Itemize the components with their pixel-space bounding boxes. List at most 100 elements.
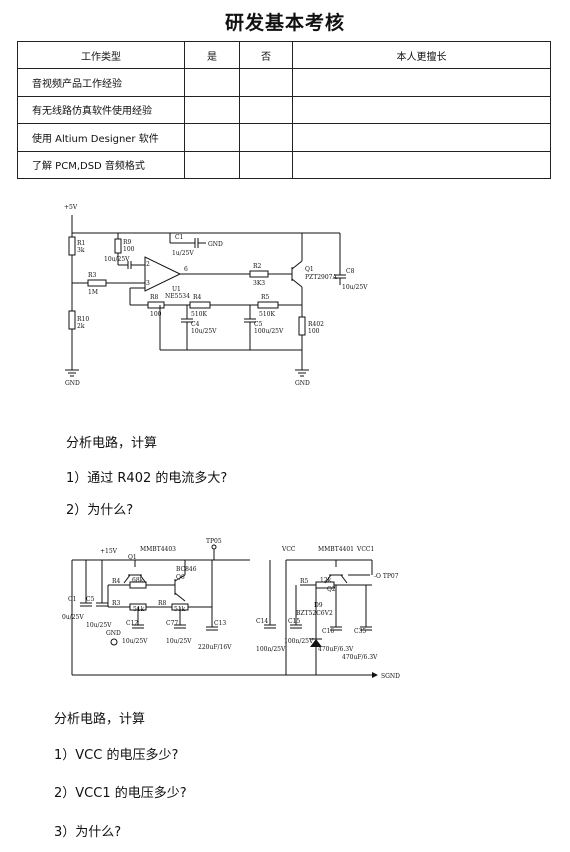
circuit2-labels: +15V MMBT4403 Q1 TP05 VCC MMBT4401 VCC1 …: [62, 538, 400, 680]
label-bc846: BC846: [176, 566, 197, 573]
label-r3-value: 1M: [88, 289, 98, 296]
label-c14: C14: [256, 618, 268, 625]
no-cell[interactable]: [239, 150, 293, 180]
label-c15: C15: [288, 618, 300, 625]
label-c5-value: 10u/25V: [86, 622, 112, 629]
yes-cell[interactable]: [184, 150, 240, 180]
label-c35: C35: [354, 628, 366, 635]
label-u1: U1: [172, 286, 181, 293]
label-r10: R10: [77, 316, 89, 323]
header-strength: 本人更擅长: [292, 40, 551, 70]
label-r10-value: 2k: [77, 323, 85, 330]
label-c1: C1: [68, 596, 76, 603]
label-c35-value: 470uF/6.3V: [342, 654, 378, 661]
strength-cell[interactable]: [292, 68, 551, 97]
label-c4: C4: [191, 321, 200, 328]
label-c1-gnd: GND: [208, 241, 223, 248]
label-c1-value: 0u/25V: [62, 614, 84, 621]
label-sgnd: SGND: [381, 673, 400, 680]
strength-cell[interactable]: [292, 150, 551, 180]
yes-cell[interactable]: [184, 123, 240, 152]
section2-question-1: 1）VCC 的电压多少?: [54, 748, 179, 763]
label-r3: R3: [88, 272, 97, 279]
label-q1: Q1: [305, 266, 314, 273]
label-c77: C77: [166, 620, 178, 627]
label-mmbt4401: MMBT4401: [318, 546, 354, 553]
label-mmbt4403: MMBT4403: [140, 546, 176, 553]
yes-cell[interactable]: [184, 68, 240, 97]
table-row: 音视频产品工作经验: [17, 68, 551, 97]
circuit-diagram-2: +15V MMBT4403 Q1 TP05 VCC MMBT4401 VCC1 …: [62, 538, 400, 680]
circuit1-labels: +5V R1 3k R9 100 10u/25V C1 1u/25V GND R…: [64, 204, 368, 387]
no-cell[interactable]: [239, 95, 293, 125]
label-gnd-left: GND: [65, 380, 80, 387]
survey-table: 工作类型 是 否 本人更擅长 音视频产品工作经验 有无线路仿真软件使用经验 使用…: [17, 40, 551, 180]
label-r8-value: 100: [150, 311, 162, 318]
label-r402-value: 100: [308, 328, 320, 335]
label-r4: R4: [193, 294, 202, 301]
section1-question-1: 1）通过 R402 的电流多大?: [66, 471, 228, 486]
label-c12-value: 10u/25V: [122, 638, 148, 645]
label-pin6: 6: [184, 266, 188, 273]
label-d9-value: BZT52C6V2: [296, 610, 333, 617]
label-c5: C5: [86, 596, 95, 603]
label-c13: C13: [214, 620, 226, 627]
page-title: 研发基本考核: [224, 12, 345, 34]
label-c5: C5: [254, 321, 263, 328]
label-tp05: TP05: [206, 538, 222, 545]
label-c8: C8: [346, 268, 355, 275]
label-q6: Q6: [176, 574, 185, 581]
label-c15-value: 100n/25V: [284, 638, 314, 645]
label-r5: R5: [300, 578, 309, 585]
label-pin2: 2: [146, 261, 150, 268]
label-gnd: GND: [106, 630, 121, 637]
label-u1-value: NE5534: [165, 293, 190, 300]
label-r5: R5: [261, 294, 270, 301]
label-c1-value: 1u/25V: [172, 250, 194, 257]
section2-question-3: 3）为什么?: [54, 825, 122, 840]
label-c5-value: 100u/25V: [254, 328, 284, 335]
label-pin3: 3: [146, 280, 150, 287]
table-row: 使用 Altium Designer 软件: [17, 123, 551, 152]
label-q1-value: PZT2907A: [305, 274, 337, 281]
label-q2: Q2: [327, 586, 336, 593]
row-label: 使用 Altium Designer 软件: [17, 123, 185, 152]
label-r4: R4: [112, 578, 121, 585]
label-p15v: +15V: [100, 548, 118, 555]
label-r1-value: 3k: [77, 247, 85, 254]
no-cell[interactable]: [239, 68, 293, 97]
label-c4-value: 10u/25V: [191, 328, 217, 335]
label-gnd-right: GND: [295, 380, 310, 387]
label-r5-value: 12k: [320, 577, 332, 584]
label-vcc: VCC: [281, 546, 296, 553]
label-q1: Q1: [128, 554, 137, 561]
label-r3-value: 51k: [133, 606, 145, 613]
header-yes: 是: [184, 40, 240, 70]
label-r5-value: 510K: [259, 311, 275, 318]
label-r9: R9: [123, 239, 132, 246]
circuit2-wires: [71, 544, 378, 678]
label-c77-value: 10u/25V: [166, 638, 192, 645]
label-plus5v: +5V: [64, 204, 78, 211]
label-c16-value: 470uF/6.3V: [318, 646, 354, 653]
header-no: 否: [239, 40, 293, 70]
circuit-diagram-1: +5V R1 3k R9 100 10u/25V C1 1u/25V GND R…: [64, 204, 368, 387]
no-cell[interactable]: [239, 123, 293, 152]
section1-question-2: 2）为什么?: [66, 503, 134, 518]
table-row: 了解 PCM,DSD 音频格式: [17, 150, 551, 180]
table-row: 有无线路仿真软件使用经验: [17, 95, 551, 125]
table-header-row: 工作类型 是 否 本人更擅长: [17, 40, 551, 70]
label-r1: R1: [77, 240, 85, 247]
label-r2: R2: [253, 263, 262, 270]
strength-cell[interactable]: [292, 123, 551, 152]
label-c14-value: 100n/25V: [256, 646, 286, 653]
strength-cell[interactable]: [292, 95, 551, 125]
label-c1: C1: [175, 234, 183, 241]
yes-cell[interactable]: [184, 95, 240, 125]
label-r2-value: 3K3: [253, 280, 265, 287]
section1-heading: 分析电路，计算: [66, 436, 158, 451]
label-vcc1: VCC1: [356, 546, 374, 553]
circuit1-wires: [65, 215, 346, 377]
row-label: 音视频产品工作经验: [17, 68, 185, 97]
label-r4-value: 68k: [132, 577, 144, 584]
